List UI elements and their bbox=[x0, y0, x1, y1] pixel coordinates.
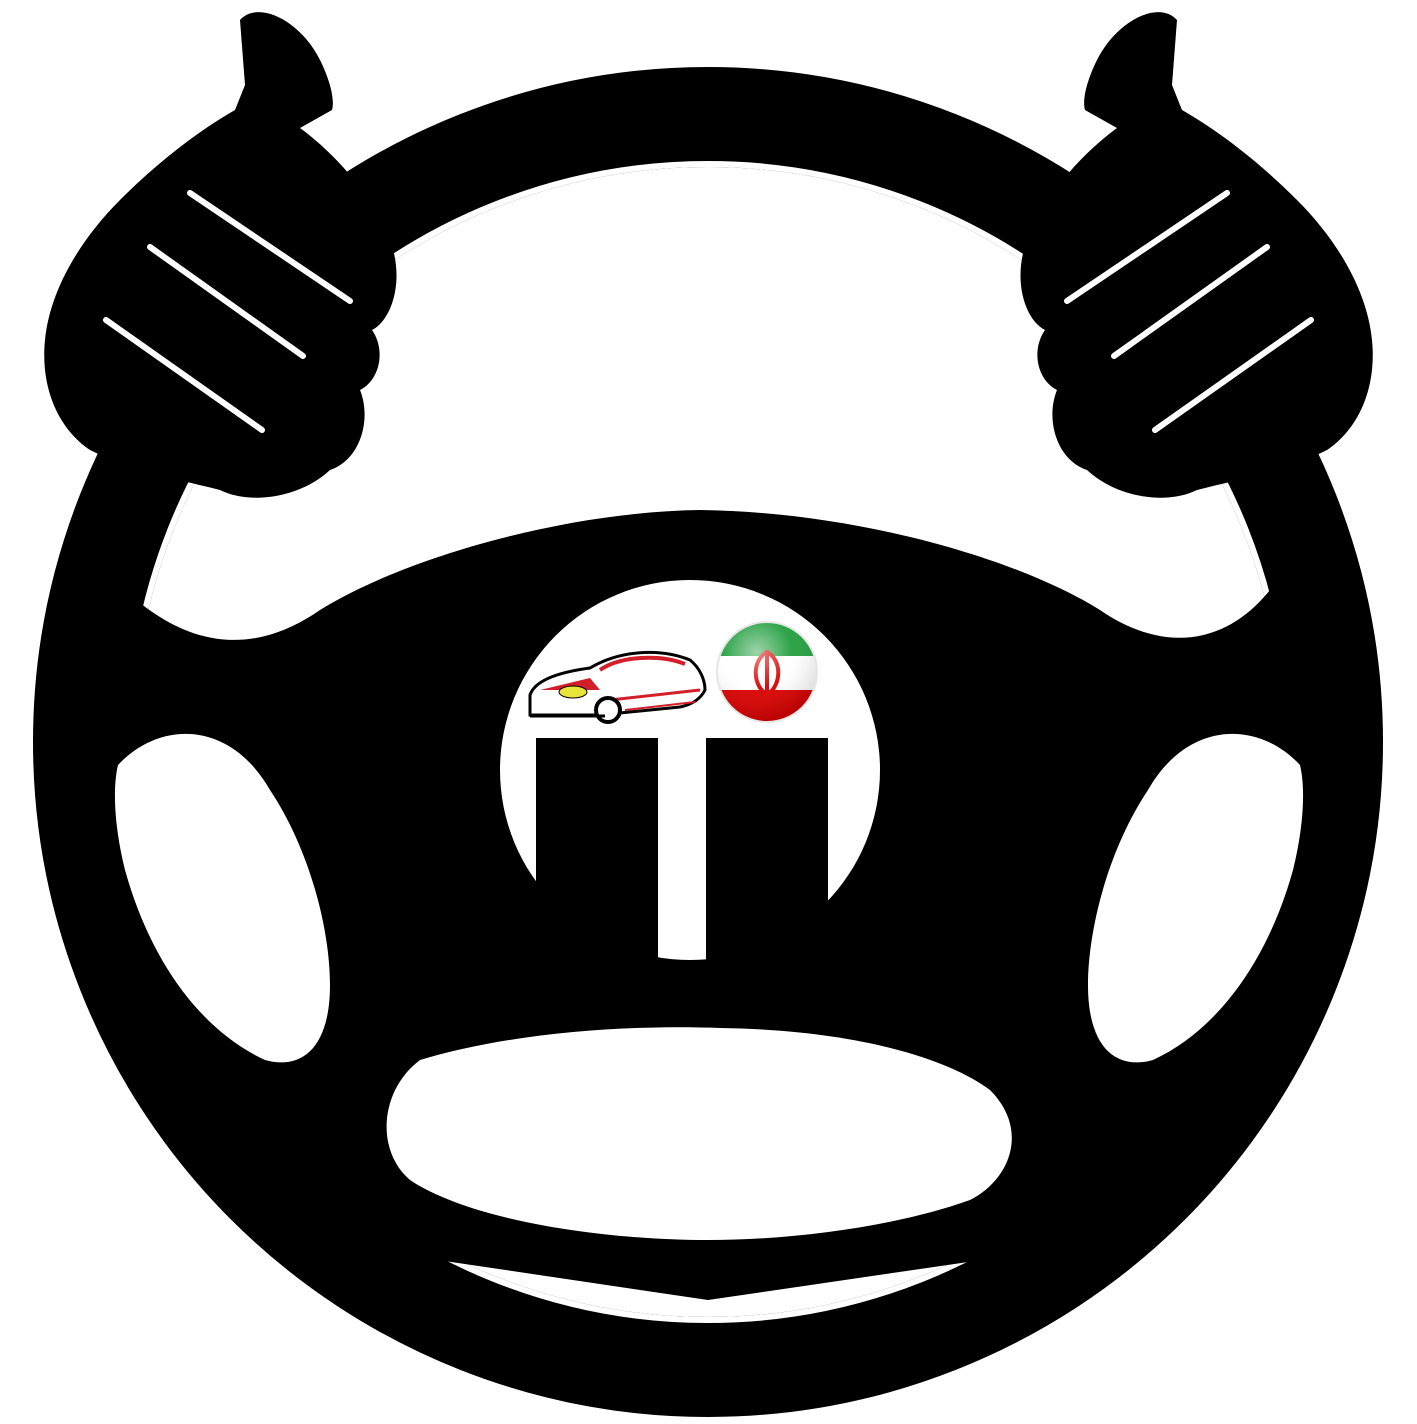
letter-ii-icon bbox=[536, 738, 828, 1000]
sports-car-icon bbox=[528, 651, 707, 724]
thumbs-up-hand-icon bbox=[44, 12, 397, 498]
bottom-spoke-opening bbox=[386, 1027, 1012, 1240]
left-spoke-opening bbox=[114, 733, 330, 1063]
iran-flag-badge-icon bbox=[716, 621, 818, 723]
thumbs-up-hand-icon bbox=[1020, 12, 1373, 498]
right-spoke-opening bbox=[1088, 733, 1304, 1063]
